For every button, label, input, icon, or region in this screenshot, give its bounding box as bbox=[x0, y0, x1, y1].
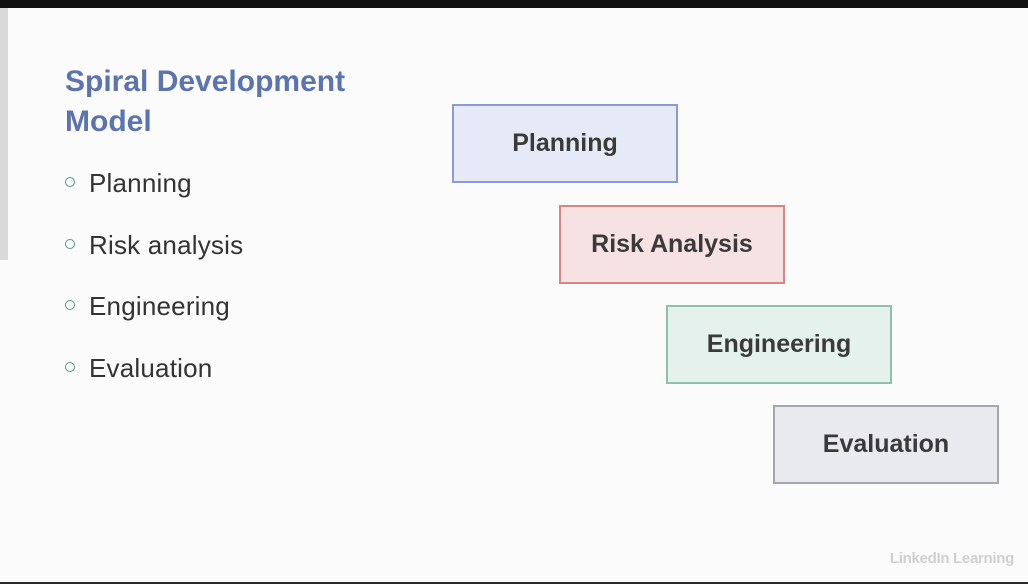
stage-label: Engineering bbox=[706, 330, 852, 358]
stage-label: Risk Analysis bbox=[591, 230, 753, 258]
stage-label: Evaluation bbox=[822, 430, 950, 458]
circle-bullet-icon bbox=[65, 300, 75, 310]
slide-title: Spiral Development Model bbox=[65, 65, 346, 138]
linkedin-learning-watermark: LinkedIn Learning bbox=[889, 550, 1014, 567]
circle-bullet-icon bbox=[65, 177, 75, 187]
circle-bullet-icon bbox=[65, 238, 75, 249]
bullet-item: Risk analysis bbox=[65, 226, 243, 288]
bullet-text: Engineering bbox=[89, 291, 230, 321]
video-bottom-edge bbox=[0, 582, 1028, 584]
bullet-text: Risk analysis bbox=[89, 229, 244, 260]
left-edge-bar bbox=[0, 8, 8, 260]
stage-box-planning: Planning bbox=[452, 104, 678, 183]
bullet-list: Planning Risk analysis Engineering Evalu… bbox=[65, 164, 243, 410]
bullet-item: Engineering bbox=[65, 287, 243, 349]
bullet-item: Planning bbox=[65, 164, 243, 226]
circle-bullet-icon bbox=[65, 361, 75, 372]
stage-box-engineering: Engineering bbox=[666, 305, 892, 384]
video-top-bar bbox=[0, 0, 1028, 8]
stage-box-risk-analysis: Risk Analysis bbox=[559, 205, 785, 284]
bullet-text: Evaluation bbox=[89, 352, 213, 383]
bullet-text: Planning bbox=[89, 168, 192, 198]
stage-label: Planning bbox=[512, 129, 618, 157]
slide-canvas bbox=[0, 8, 1028, 582]
bullet-item: Evaluation bbox=[65, 349, 243, 411]
stage-box-evaluation: Evaluation bbox=[773, 405, 999, 484]
